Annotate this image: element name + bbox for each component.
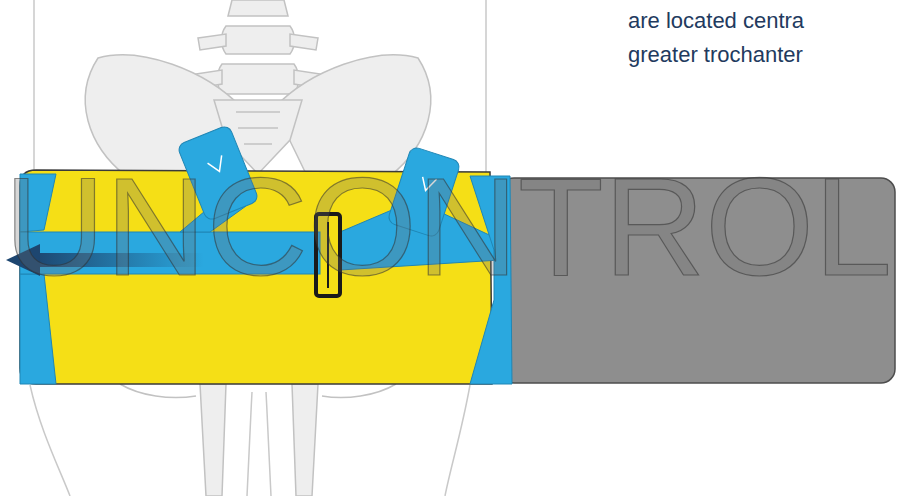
watermark: UNCONTROL bbox=[4, 157, 892, 297]
instruction-text: are located centra bbox=[628, 8, 804, 34]
instruction-text: greater trochanter bbox=[628, 42, 803, 68]
